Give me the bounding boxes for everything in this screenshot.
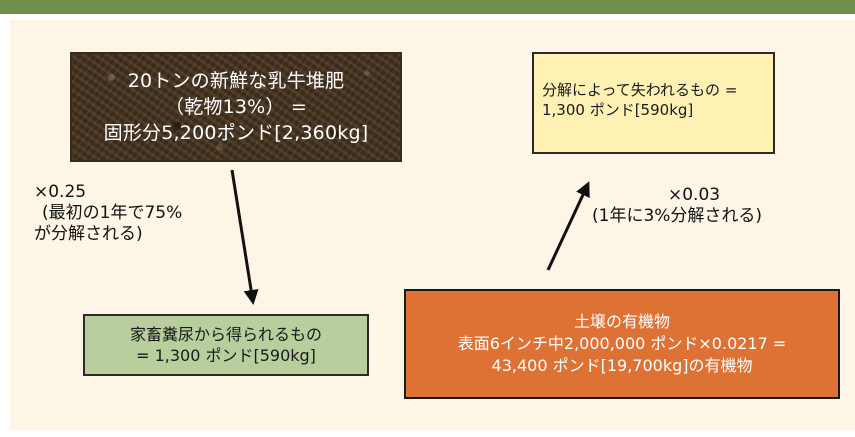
- right-note-line-1: (1年に3%分解される): [592, 206, 763, 226]
- right-factor: ×0.03: [668, 185, 721, 205]
- manure-line-2: （乾物13%） =: [165, 96, 307, 118]
- loss-line-1: 分解によって失われるもの =: [542, 81, 738, 99]
- soil-organic-matter-box: 土壌の有機物 表面6インチ中2,000,000 ポンド×0.0217 = 43,…: [404, 289, 840, 399]
- top-accent-bar: [0, 0, 855, 14]
- soil-line-2: 表面6インチ中2,000,000 ポンド×0.0217 =: [457, 334, 787, 353]
- obtained-line-1: 家畜糞尿から得られるもの: [129, 325, 322, 344]
- decomposition-loss-box: 分解によって失われるもの = 1,300 ポンド[590kg]: [532, 52, 775, 154]
- annual-factor-label: ×0.03 (1年に3%分解される): [592, 185, 762, 227]
- loss-line-2: 1,300 ポンド[590kg]: [542, 101, 694, 119]
- manure-derived-box: 家畜糞尿から得られるもの = 1,300 ポンド[590kg]: [83, 314, 369, 376]
- manure-line-1: 20トンの新鮮な乳牛堆肥: [127, 70, 345, 92]
- left-note-line-1: (最初の1年で75%: [42, 203, 183, 223]
- manure-line-3: 固形分5,200ポンド[2,360kg]: [103, 122, 369, 144]
- first-year-factor-label: ×0.25 (最初の1年で75% が分解される): [34, 182, 182, 245]
- fresh-manure-box: 20トンの新鮮な乳牛堆肥 （乾物13%） = 固形分5,200ポンド[2,360…: [70, 52, 402, 162]
- obtained-line-2: = 1,300 ポンド[590kg]: [136, 346, 316, 365]
- soil-line-3: 43,400 ポンド[19,700kg]の有機物: [491, 356, 753, 375]
- soil-line-1: 土壌の有機物: [573, 312, 670, 331]
- left-factor: ×0.25: [34, 182, 87, 202]
- left-note-line-2: が分解される): [34, 224, 143, 244]
